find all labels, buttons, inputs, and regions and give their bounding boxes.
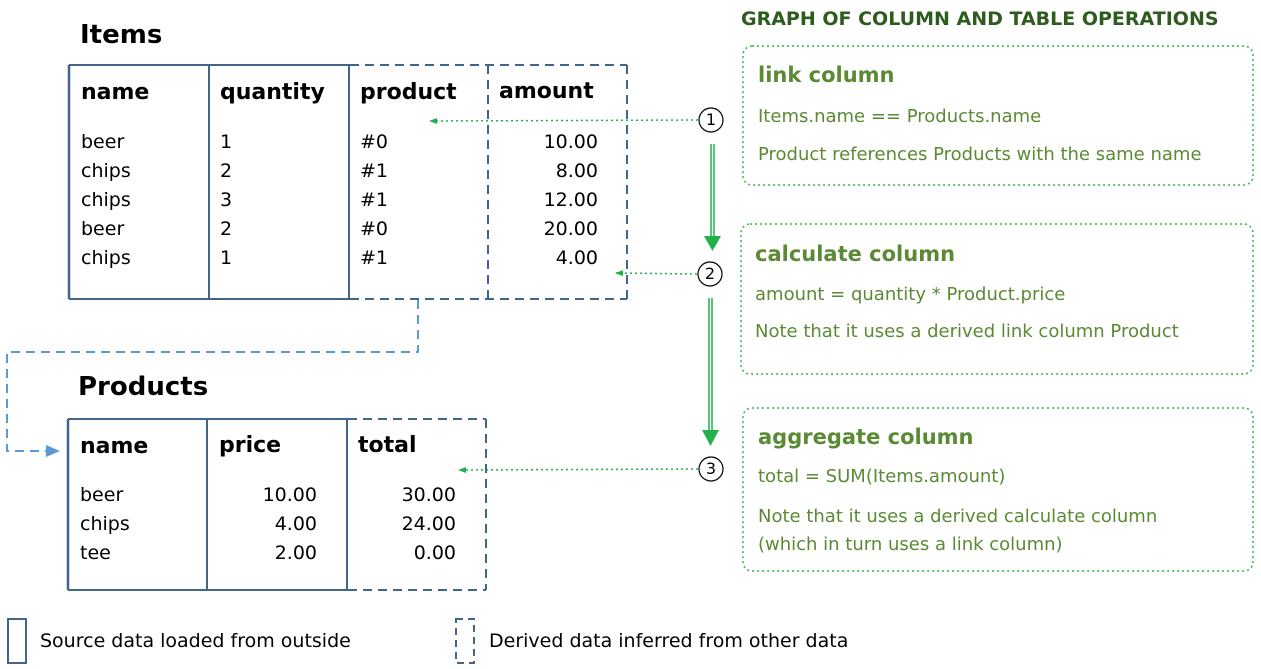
items-col-amount: 10.00 8.00 12.00 20.00 4.00 (500, 128, 598, 273)
items-table-derived-border (350, 64, 628, 300)
graph-arrow-2-3 (702, 298, 719, 446)
products-cell: 0.00 (413, 542, 456, 564)
items-cell: 8.00 (555, 160, 598, 182)
items-cell: #0 (360, 218, 389, 240)
items-cell: #1 (360, 160, 389, 182)
items-col-quantity: 1 2 3 2 1 (220, 128, 232, 273)
items-cell: 3 (220, 189, 233, 211)
items-table-title: Items (80, 20, 163, 50)
op3-arrow (458, 466, 699, 473)
items-header-quantity: quantity (220, 80, 325, 105)
products-col-total: 30.00 24.00 0.00 (360, 481, 456, 568)
items-cell: chips (81, 247, 131, 269)
products-cell: 4.00 (274, 513, 317, 535)
items-cell: chips (81, 160, 131, 182)
items-col-product: #0 #1 #1 #0 #1 (360, 128, 388, 273)
products-table-source-border (66, 418, 348, 591)
op3-number: 3 (705, 459, 717, 478)
products-cell: 30.00 (401, 484, 456, 506)
items-cell: 1 (220, 131, 233, 153)
items-cell: 2 (220, 218, 233, 240)
op3-circle (698, 456, 724, 482)
products-cell: 10.00 (262, 484, 317, 506)
op1-box (742, 45, 1254, 186)
products-header-total: total (358, 433, 417, 458)
items-table-source-border (67, 64, 350, 300)
products-cell: 24.00 (401, 513, 456, 535)
items-cell: chips (81, 189, 131, 211)
legend-derived-swatch (455, 618, 475, 664)
products-cell: tee (80, 542, 111, 564)
op1-note: Product references Products with the sam… (758, 144, 1202, 165)
op3-note-line2: (which in turn uses a link column) (758, 534, 1063, 555)
items-to-products-connector (6, 300, 419, 457)
items-cell: #0 (360, 131, 389, 153)
items-header-amount: amount (499, 79, 594, 104)
items-cell: 4.00 (555, 247, 598, 269)
products-cell: 2.00 (274, 542, 317, 564)
items-cell: beer (81, 218, 125, 240)
op1-title: link column (758, 63, 895, 87)
graph-arrow-1-2 (704, 144, 721, 251)
items-col-name: beer chips chips beer chips (81, 128, 131, 273)
items-cell: beer (81, 131, 125, 153)
op2-circle (697, 261, 723, 287)
op1-number: 1 (705, 110, 717, 129)
items-cell: 12.00 (543, 189, 598, 211)
op3-note-line1: Note that it uses a derived calculate co… (758, 506, 1158, 527)
items-cell: 1 (220, 247, 233, 269)
items-cell: 20.00 (543, 218, 598, 240)
legend-source-swatch (7, 618, 27, 664)
legend-source-label: Source data loaded from outside (40, 630, 351, 652)
op1-formula: Items.name == Products.name (758, 106, 1042, 127)
items-cell: #1 (360, 189, 389, 211)
op2-arrow (615, 270, 698, 277)
items-cell: 2 (220, 160, 233, 182)
graph-title: GRAPH OF COLUMN AND TABLE OPERATIONS (741, 8, 1219, 30)
op2-note: Note that it uses a derived link column … (755, 321, 1179, 342)
op2-number: 2 (704, 264, 716, 283)
products-table-derived-border (348, 418, 487, 591)
op3-box (742, 407, 1254, 572)
products-header-name: name (80, 434, 149, 459)
op2-formula: amount = quantity * Product.price (755, 284, 1066, 305)
items-header-name: name (81, 80, 150, 105)
op3-formula: total = SUM(Items.amount) (758, 466, 1006, 487)
products-col-name: beer chips tee (80, 481, 130, 568)
legend-derived-label: Derived data inferred from other data (489, 630, 849, 652)
items-cell: 10.00 (543, 131, 598, 153)
op2-box (740, 223, 1254, 375)
items-cell: #1 (360, 247, 389, 269)
products-table-title: Products (78, 372, 209, 402)
op1-circle (698, 107, 724, 133)
op1-arrow (429, 117, 699, 124)
products-cell: chips (80, 513, 130, 535)
products-header-price: price (219, 433, 282, 458)
items-header-product: product (360, 80, 457, 105)
products-col-price: 10.00 4.00 2.00 (220, 481, 317, 568)
products-cell: beer (80, 484, 124, 506)
op2-title: calculate column (755, 242, 956, 266)
op3-title: aggregate column (758, 425, 974, 449)
